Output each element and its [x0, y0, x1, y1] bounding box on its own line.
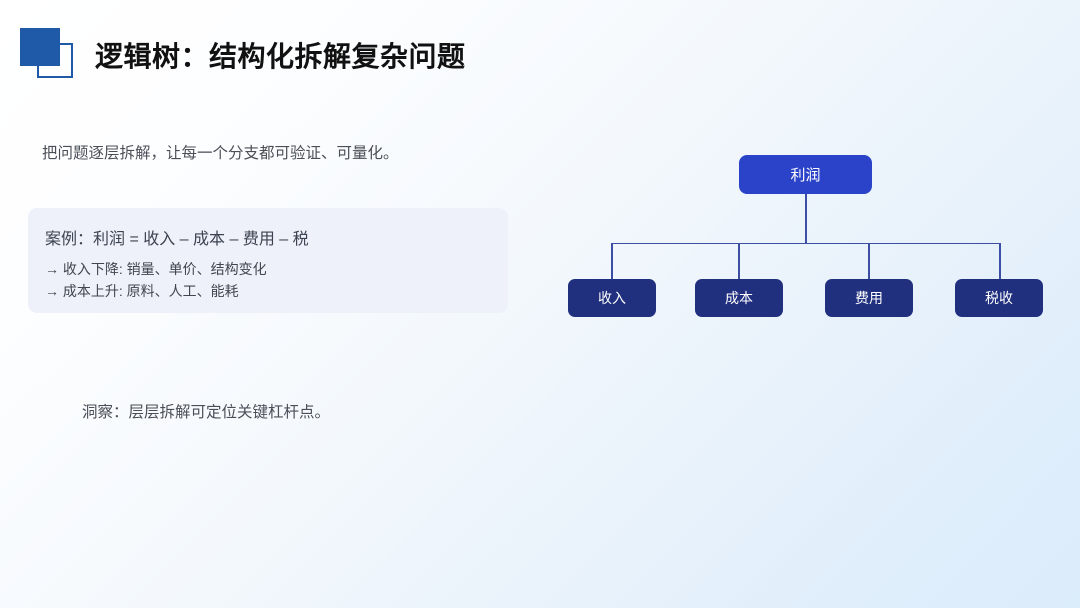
callout-line-cost-rise: → 成本上升: 原料、人工、能耗 — [45, 282, 239, 299]
callout-line-formula: 案例：利润 = 收入 – 成本 – 费用 – 税 — [45, 231, 309, 248]
tree-node-tax-label: 税收 — [985, 290, 1013, 306]
logo-filled-square-icon — [20, 28, 60, 66]
tree-node-tax: 税收 — [955, 279, 1043, 317]
tree-node-root: 利润 — [739, 155, 872, 194]
case-callout-box: 案例：利润 = 收入 – 成本 – 费用 – 税 → 收入下降: 销量、单价、结… — [28, 208, 508, 313]
tree-node-expense: 费用 — [825, 279, 913, 317]
connector-root-stem — [805, 194, 807, 243]
connector-drop-revenue — [611, 243, 613, 279]
connector-drop-tax — [999, 243, 1001, 279]
logic-tree-diagram: 利润 收入 成本 费用 税收 — [540, 140, 1060, 340]
connector-drop-cost — [738, 243, 740, 279]
callout-line-revenue-drop: → 收入下降: 销量、单价、结构变化 — [45, 261, 267, 277]
logo-mark — [20, 28, 82, 86]
tree-node-cost: 成本 — [695, 279, 783, 317]
slide-subtitle: 把问题逐层拆解，让每一个分支都可验证、可量化。 — [42, 145, 399, 162]
tree-node-revenue: 收入 — [568, 279, 656, 317]
page-title: 逻辑树：结构化拆解复杂问题 — [95, 41, 466, 72]
logo-outline-square-icon — [37, 43, 73, 78]
connector-drop-expense — [868, 243, 870, 279]
tree-node-revenue-label: 收入 — [598, 290, 626, 306]
tree-node-cost-label: 成本 — [725, 290, 753, 306]
connector-horizontal-bar — [611, 242, 1000, 244]
tree-node-expense-label: 费用 — [855, 290, 883, 306]
insight-text: 洞察：层层拆解可定位关键杠杆点。 — [82, 404, 331, 421]
tree-node-root-label: 利润 — [790, 167, 821, 184]
